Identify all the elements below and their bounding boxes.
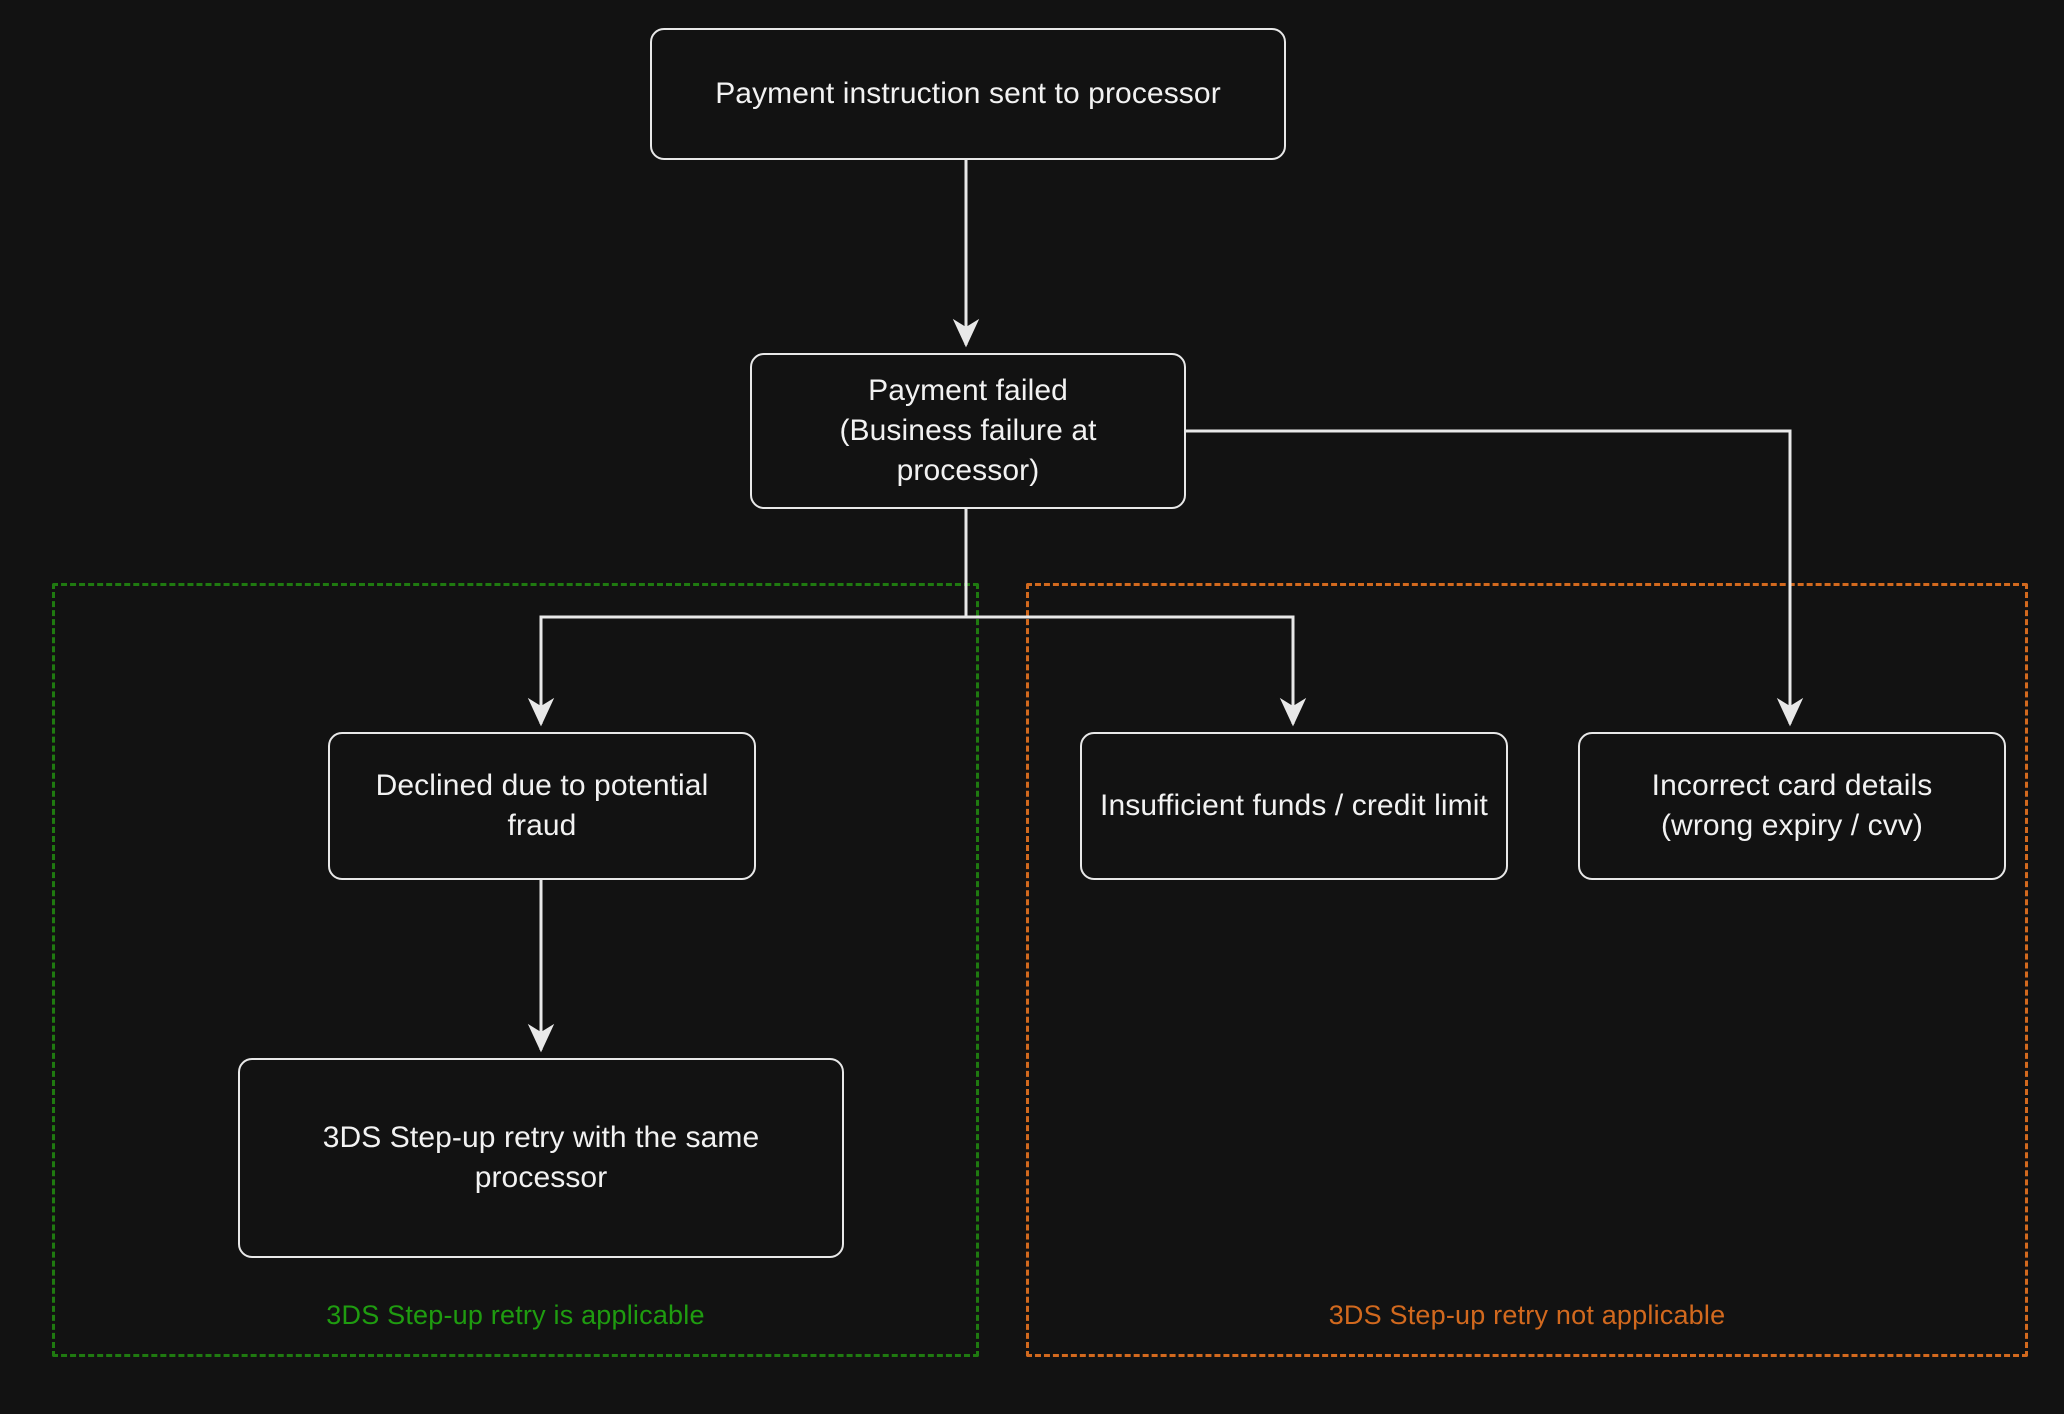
node-declined-fraud-label: Declined due to potential fraud [375,769,709,842]
node-payment-instruction[interactable]: Payment instruction sent to processor [650,28,1286,160]
subgraph-retry-not-applicable [1026,583,2028,1357]
node-payment-failed[interactable]: Payment failed (Business failure at proc… [750,353,1186,509]
subgraph-label-retry-not-applicable: 3DS Step-up retry not applicable [1328,1300,1726,1330]
node-insufficient-funds[interactable]: Insufficient funds / credit limit [1080,732,1508,880]
node-payment-failed-label-line-1: Payment failed [868,374,1068,408]
node-incorrect-card-text: Incorrect card details (wrong expiry / c… [1652,766,1933,846]
node-incorrect-card[interactable]: Incorrect card details (wrong expiry / c… [1578,732,2006,880]
subgraph-retry-applicable [52,583,979,1357]
node-three-ds-retry[interactable]: 3DS Step-up retry with the same processo… [238,1058,844,1258]
node-three-ds-retry-label: 3DS Step-up retry with the same processo… [322,1121,760,1194]
node-payment-failed-label-line-2: (Business failure at processor) [839,414,1097,487]
node-payment-instruction-label: Payment instruction sent to processor [715,77,1221,111]
node-payment-failed-text: Payment failed (Business failure at proc… [768,371,1168,491]
node-declined-fraud[interactable]: Declined due to potential fraud [328,732,756,880]
subgraph-label-retry-applicable: 3DS Step-up retry is applicable [326,1300,705,1330]
node-insufficient-funds-label: Insufficient funds / credit limit [1100,789,1488,823]
node-incorrect-card-label-line-2: (wrong expiry / cvv) [1660,809,1924,842]
node-incorrect-card-label-line-1: Incorrect card details [1651,769,1933,803]
